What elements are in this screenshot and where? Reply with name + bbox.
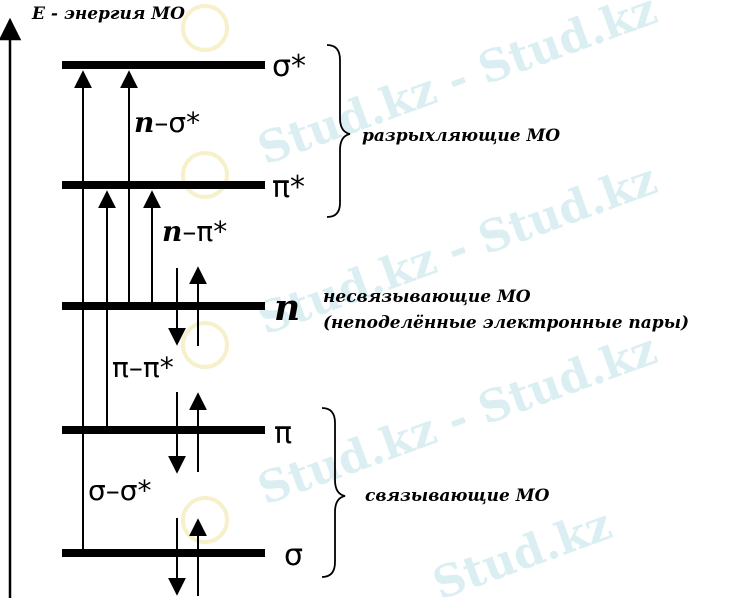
level-label-n: n bbox=[274, 287, 300, 329]
watermark-logo-icon bbox=[181, 4, 229, 544]
transition-label-n-sigma-star: n–σ* bbox=[134, 106, 200, 139]
group-label-nonbonding-line1: несвязывающие МО bbox=[323, 287, 531, 307]
transition-label-n-pi-star-rest: –π* bbox=[182, 215, 227, 248]
watermark-text-1: Stud.kz - Stud.kz bbox=[251, 0, 663, 175]
transition-arrows bbox=[74, 70, 207, 596]
group-label-antibonding: разрыхляющие МО bbox=[362, 126, 560, 146]
level-label-sigma: σ bbox=[284, 538, 303, 573]
transition-label-n-pi-star-prefix: n bbox=[162, 215, 182, 248]
transition-label-sigma-sigma-star: σ–σ* bbox=[88, 474, 152, 507]
transition-label-n-sigma-star-rest: –σ* bbox=[154, 106, 200, 139]
brace-antibonding bbox=[326, 44, 351, 218]
transition-label-n-sigma-star-prefix: n bbox=[134, 106, 154, 139]
level-label-pi: π bbox=[274, 416, 292, 451]
transition-label-pi-pi-star: π–π* bbox=[112, 351, 174, 384]
energy-levels bbox=[62, 61, 265, 557]
level-label-pi-star: π* bbox=[272, 170, 305, 205]
group-label-nonbonding-line2: (неподелённые электронные пары) bbox=[323, 313, 689, 333]
group-label-bonding: связывающие МО bbox=[365, 486, 550, 506]
watermark-text-4: Stud.kz bbox=[426, 499, 618, 600]
brace-bonding bbox=[321, 407, 346, 578]
transition-label-n-pi-star: n–π* bbox=[162, 215, 227, 248]
level-label-sigma-star: σ* bbox=[272, 49, 306, 84]
energy-axis-title: E - энергия МО bbox=[31, 4, 185, 24]
